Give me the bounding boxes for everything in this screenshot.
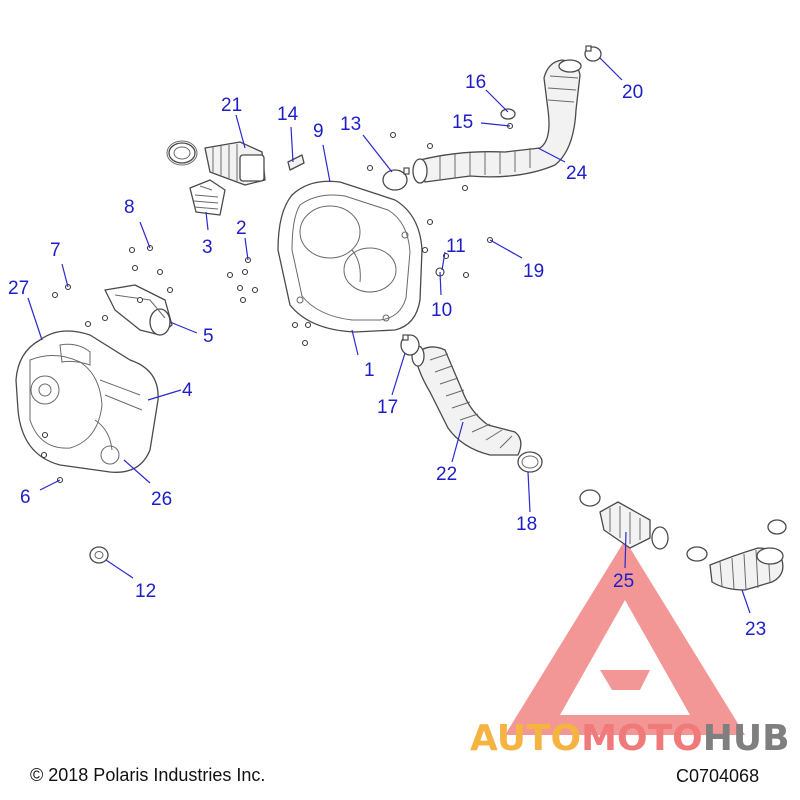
callout-27: 27 <box>8 278 29 299</box>
callout-numbers: 1 2 3 4 5 6 7 8 9 10 11 12 13 14 15 16 1… <box>8 72 766 640</box>
callout-21: 21 <box>221 95 242 116</box>
callout-6: 6 <box>20 487 31 508</box>
lower-hose-part-22 <box>411 345 522 456</box>
callout-22: 22 <box>436 464 457 485</box>
plate-part-14 <box>287 154 305 171</box>
vent-part-3 <box>189 179 226 216</box>
elbow-hose-part-23 <box>709 547 784 591</box>
watermark-triangle <box>505 540 745 735</box>
callout-26: 26 <box>151 489 172 510</box>
callout-20: 20 <box>622 82 643 103</box>
callout-2: 2 <box>236 218 247 239</box>
callout-1: 1 <box>364 360 375 381</box>
callout-18: 18 <box>516 514 537 535</box>
clamp-25a <box>579 489 601 507</box>
outlet-hose-part-24 <box>412 59 582 184</box>
clamps <box>166 45 787 562</box>
callout-25: 25 <box>613 571 634 592</box>
watermark-moto: MOTO <box>581 718 703 759</box>
watermark-auto: AUTO <box>470 718 581 759</box>
duct-part-5 <box>104 284 173 336</box>
inlet-boot-part-21 <box>168 141 266 186</box>
watermark-text: AUTOMOTOHUB <box>470 718 790 759</box>
watermark-inner-hook <box>600 670 650 690</box>
clamp-23b <box>767 519 787 535</box>
callout-11: 11 <box>446 236 466 257</box>
clamp-part-13 <box>382 169 408 191</box>
callout-19: 19 <box>523 261 544 282</box>
callout-23: 23 <box>745 619 766 640</box>
callout-24: 24 <box>566 163 588 184</box>
callout-17: 17 <box>377 397 398 418</box>
callout-16: 16 <box>465 72 486 93</box>
watermark-hub: HUB <box>703 718 790 759</box>
callout-3: 3 <box>202 237 213 258</box>
clamp-21 <box>166 140 198 166</box>
clamp-25b <box>651 526 669 550</box>
callout-14: 14 <box>277 104 299 125</box>
clamp-part-16 <box>500 108 516 120</box>
callout-15: 15 <box>452 112 473 133</box>
callout-5: 5 <box>203 326 214 347</box>
callout-7: 7 <box>50 240 61 261</box>
callout-9: 9 <box>313 121 324 142</box>
copyright-notice: © 2018 Polaris Industries Inc. <box>30 765 266 785</box>
coupler-part-25 <box>599 501 651 549</box>
washer-part-12 <box>89 546 109 564</box>
watermark-logo <box>505 540 745 735</box>
callout-4: 4 <box>182 380 193 401</box>
callout-8: 8 <box>124 197 135 218</box>
outer-cover-part-4 <box>15 330 159 473</box>
clamp-part-18 <box>517 451 543 473</box>
callout-10: 10 <box>431 300 452 321</box>
clamp-23a <box>686 546 708 562</box>
inner-cover-part-1 <box>277 180 423 333</box>
callout-13: 13 <box>340 114 361 135</box>
callout-12: 12 <box>135 581 156 602</box>
figure-code: C0704068 <box>676 766 760 786</box>
leader-lines <box>27 57 751 614</box>
